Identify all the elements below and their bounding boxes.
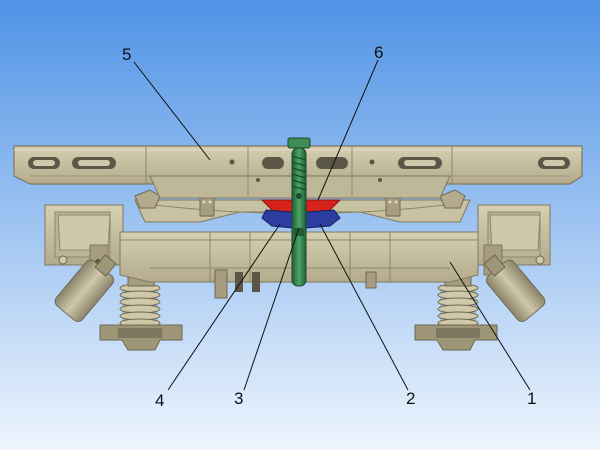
leader-lines — [133, 59, 531, 391]
callout-2: 2 — [406, 389, 415, 408]
left-damper — [54, 254, 117, 322]
callout-1: 1 — [527, 389, 536, 408]
leader-4 — [167, 223, 281, 391]
right-suspension — [414, 204, 551, 351]
center-pivot-assembly — [260, 137, 342, 287]
right-damper — [483, 254, 546, 322]
callout-4: 4 — [155, 391, 164, 410]
left-coil-spring — [119, 271, 161, 328]
callout-6: 6 — [374, 43, 383, 62]
leader-2 — [319, 223, 409, 391]
center-pin — [287, 137, 311, 287]
left-suspension — [44, 204, 183, 351]
leader-1 — [449, 261, 531, 391]
callout-5: 5 — [122, 45, 131, 64]
blue-pad-left — [261, 209, 293, 229]
leader-5 — [133, 61, 211, 161]
callout-3: 3 — [234, 389, 243, 408]
leader-3 — [243, 227, 300, 391]
leader-6 — [317, 59, 379, 201]
